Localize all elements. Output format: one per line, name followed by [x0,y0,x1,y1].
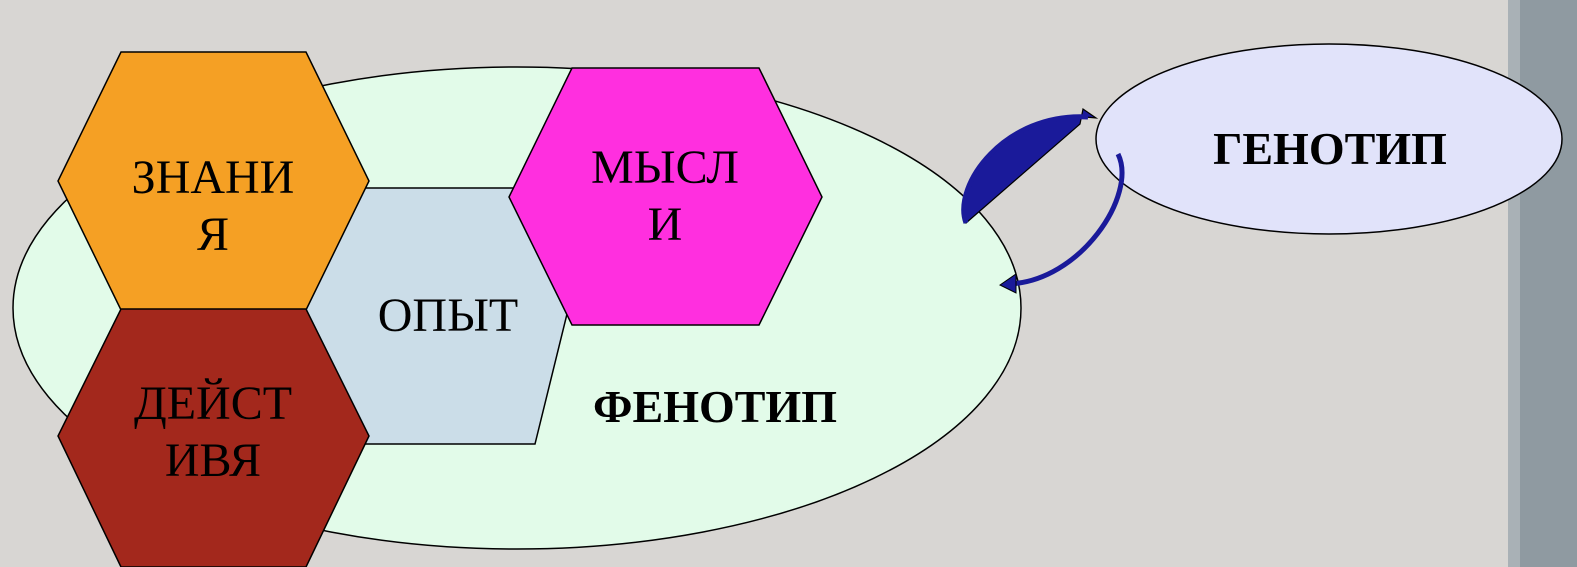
actions-hexagon [57,308,370,567]
actions-label-line1: ДЕЙСТ [133,377,293,430]
lower-arc-head [999,273,1017,294]
genotype-ellipse [1095,43,1563,235]
knowledge-label-line2: Я [196,207,229,261]
genotype-label: ГЕНОТИП [1213,123,1447,174]
knowledge-label: ЗНАНИ Я [110,150,316,263]
experience-label: ОПЫТ [377,289,519,342]
actions-label-line2: ИВЯ [164,433,262,487]
thoughts-hexagon [508,67,823,326]
upper-arc-shaft [961,114,1089,224]
thoughts-label: МЫСЛ И [562,140,768,253]
thoughts-label-line1: МЫСЛ [591,141,739,194]
cycle-arrows [961,107,1125,294]
thoughts-label-line2: И [647,197,683,251]
phenotype-label: ФЕНОТИП [593,381,837,432]
lower-arc-shaft [1007,152,1125,287]
actions-label: ДЕЙСТ ИВЯ [110,376,316,489]
knowledge-label-line1: ЗНАНИ [131,151,295,204]
